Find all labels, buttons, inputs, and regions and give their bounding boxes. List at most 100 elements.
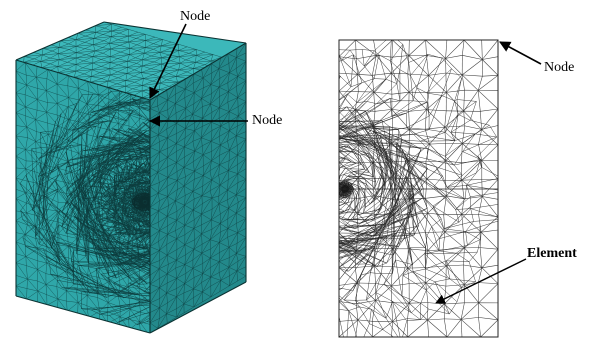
mesh-edge xyxy=(377,149,386,190)
mesh-edge xyxy=(136,63,143,67)
mesh-edge xyxy=(359,155,365,170)
mesh-edge xyxy=(192,114,203,119)
mesh-edge xyxy=(211,195,219,199)
mesh-edge xyxy=(16,262,27,266)
mesh-edge xyxy=(159,77,162,84)
mesh-edge xyxy=(356,300,376,305)
mesh-edge xyxy=(373,91,376,112)
mesh-edge xyxy=(363,207,366,214)
mesh-edge xyxy=(219,285,230,292)
mesh-edge xyxy=(16,70,27,86)
mesh-edge xyxy=(159,250,168,256)
mesh-edge xyxy=(227,232,238,238)
mesh-edge xyxy=(95,27,106,33)
mesh-edge xyxy=(150,278,160,285)
mesh-edge xyxy=(107,164,150,220)
mesh-edge xyxy=(184,146,186,157)
mesh-edge xyxy=(335,198,337,201)
mesh-edge xyxy=(185,268,194,274)
mesh-edge xyxy=(144,149,150,242)
mesh-edge xyxy=(324,199,329,202)
mesh-edge xyxy=(142,57,162,61)
mesh-edge xyxy=(57,217,60,225)
mesh-edge xyxy=(95,268,107,298)
mesh-edge xyxy=(339,157,346,160)
mesh-edge xyxy=(179,55,197,57)
mesh-edge xyxy=(331,215,337,216)
mesh-edge xyxy=(184,130,195,148)
mesh-edge xyxy=(219,101,228,109)
mesh-edge xyxy=(183,303,195,308)
mesh-edge xyxy=(427,249,444,251)
mesh-edge xyxy=(321,152,329,153)
mesh-edge xyxy=(40,59,60,62)
mesh-edge xyxy=(67,85,69,98)
mesh-edge xyxy=(236,266,246,272)
mesh-edge xyxy=(56,85,130,149)
mesh-edge xyxy=(90,97,150,113)
mesh-edge xyxy=(87,268,100,276)
mesh-edge xyxy=(118,231,150,293)
mesh-edge xyxy=(110,74,119,79)
mesh-edge xyxy=(481,40,483,60)
mesh-edge xyxy=(480,216,498,233)
mesh-edge xyxy=(167,230,176,235)
mesh-edge xyxy=(95,50,104,54)
mesh-edge xyxy=(87,172,150,212)
mesh-edge xyxy=(229,150,238,156)
mesh-edge xyxy=(347,188,354,203)
mesh-edge xyxy=(37,260,47,264)
mesh-edge xyxy=(57,66,59,73)
mesh-edge xyxy=(210,87,220,105)
mesh-edge xyxy=(357,140,382,177)
mesh-edge xyxy=(107,77,119,82)
mesh-edge xyxy=(427,318,445,321)
mesh-edge xyxy=(209,239,212,249)
mesh-edge xyxy=(444,318,448,337)
mesh-edge xyxy=(82,62,93,69)
mesh-edge xyxy=(236,43,246,58)
mesh-edge xyxy=(120,153,150,237)
mesh-edge xyxy=(480,247,498,250)
mesh-edge xyxy=(192,198,195,211)
mesh-edge xyxy=(139,321,150,333)
mesh-edge xyxy=(159,83,161,90)
mesh-edge xyxy=(218,170,229,176)
mesh-edge xyxy=(23,61,41,63)
mesh-edge xyxy=(228,253,237,268)
mesh-edge xyxy=(192,268,203,274)
mesh-edge xyxy=(210,276,221,281)
mesh-edge xyxy=(56,286,59,300)
mesh-edge xyxy=(185,55,197,61)
mesh-edge xyxy=(159,225,168,231)
mesh-edge xyxy=(227,82,229,92)
mesh-edge xyxy=(141,68,152,73)
mesh-edge xyxy=(160,76,177,78)
mesh-edge xyxy=(128,40,146,43)
mesh-edge xyxy=(176,215,185,221)
mesh-edge xyxy=(353,171,370,173)
mesh-edge xyxy=(426,178,446,181)
mesh-edge xyxy=(24,244,27,257)
mesh-edge xyxy=(329,201,337,202)
mesh-edge xyxy=(104,27,112,32)
mesh-edge xyxy=(202,197,213,204)
mesh-edge xyxy=(372,159,374,177)
mesh-edge xyxy=(92,66,102,70)
mesh-edge xyxy=(84,38,94,43)
mesh-edge xyxy=(201,197,213,215)
mesh-edge xyxy=(342,137,375,167)
mesh-edge xyxy=(340,163,356,168)
mesh-edge xyxy=(218,189,228,197)
mesh-edge xyxy=(220,280,230,287)
mesh-edge xyxy=(107,245,150,279)
mesh-edge xyxy=(69,145,150,161)
mesh-edge xyxy=(218,72,230,88)
mesh-edge xyxy=(171,41,179,45)
mesh-edge xyxy=(315,187,329,201)
mesh-edge xyxy=(326,212,330,216)
mesh-edge xyxy=(297,176,307,217)
mesh-edge xyxy=(229,280,238,287)
mesh-edge xyxy=(104,36,112,41)
mesh-edge xyxy=(227,189,237,196)
